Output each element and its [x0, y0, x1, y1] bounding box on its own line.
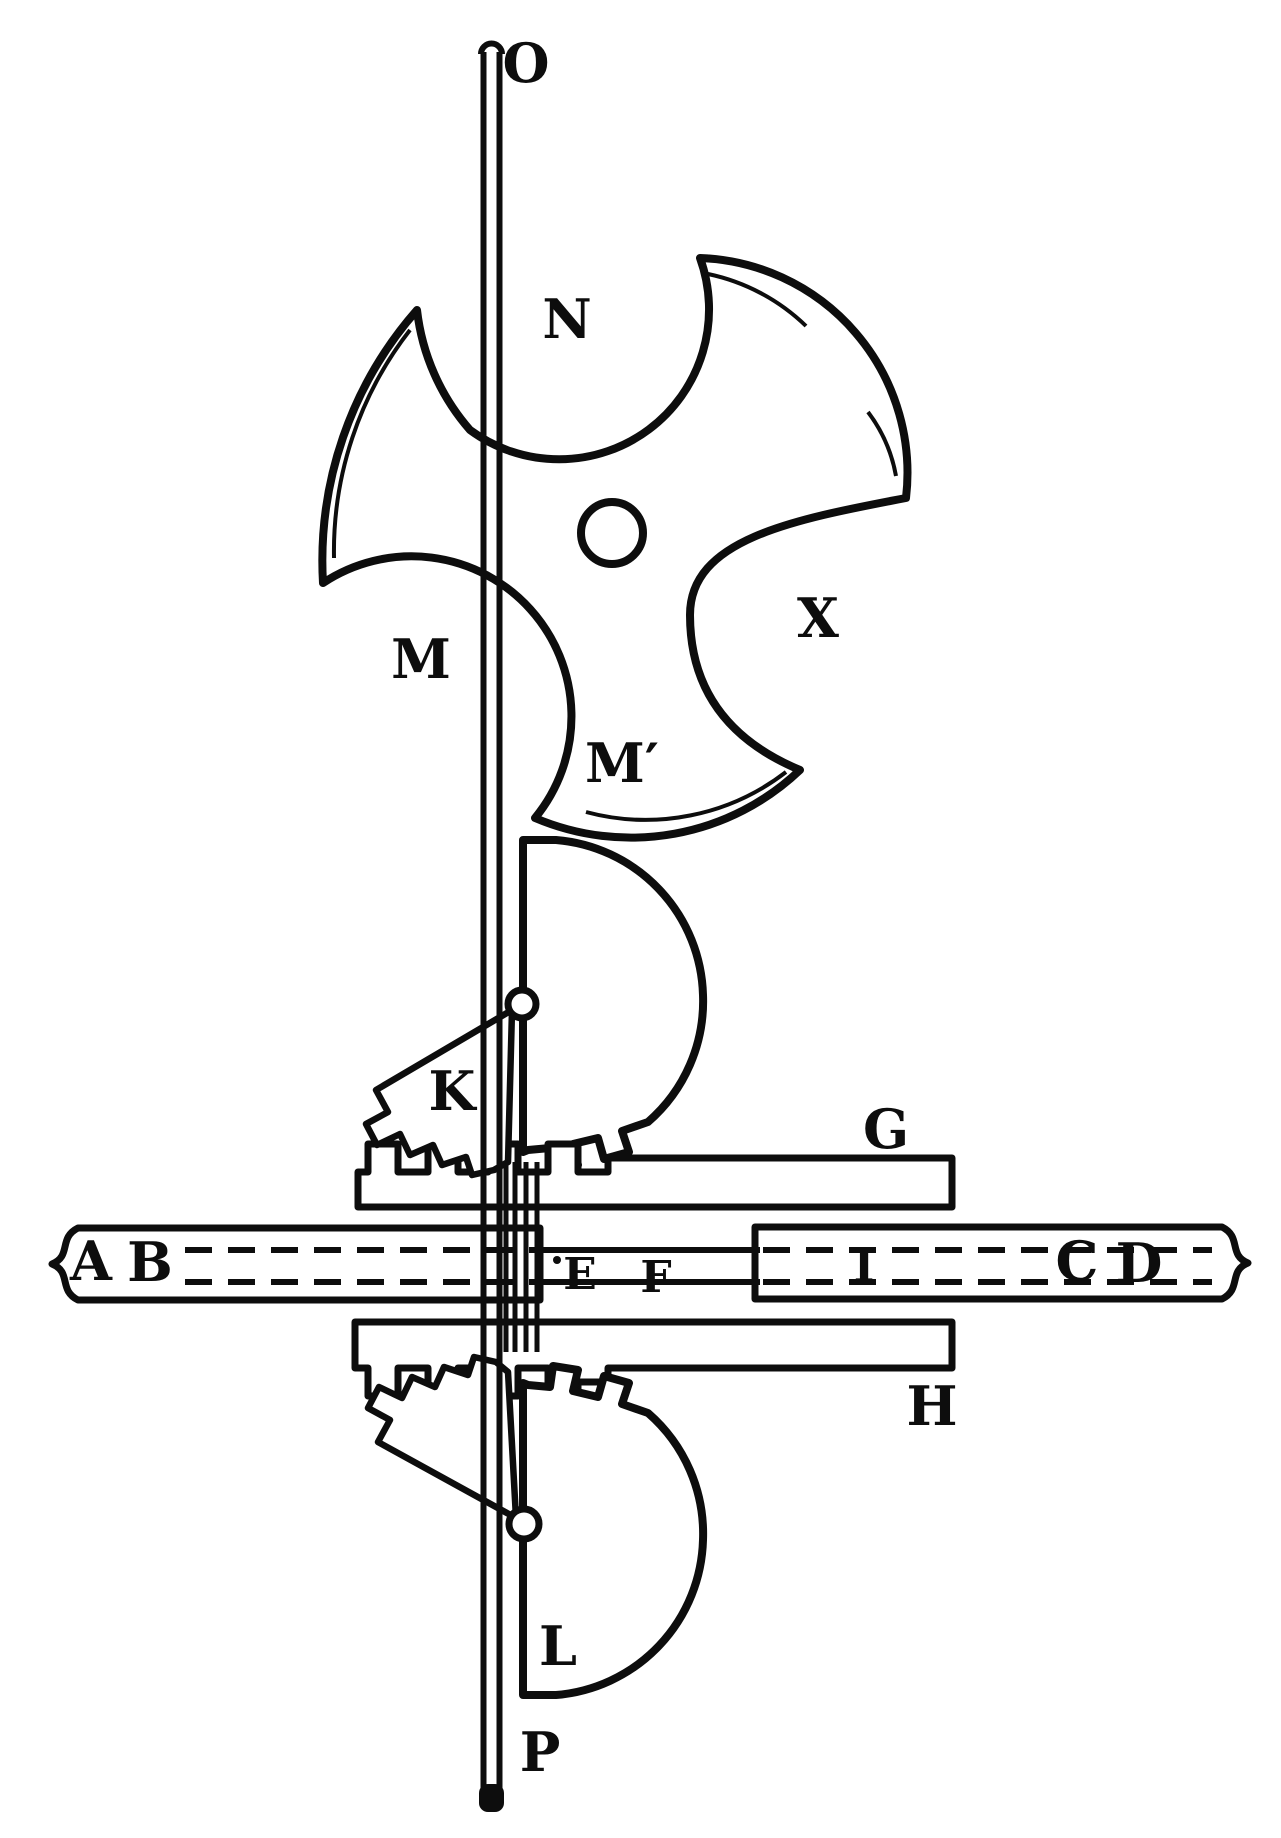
blade-bevel-bottom [585, 770, 788, 822]
label-collar-e: E [563, 1249, 597, 1300]
middle-rod [535, 1247, 760, 1285]
star-center-hole [577, 498, 647, 568]
label-shaft-bottom: P [520, 1720, 561, 1784]
label-disc-lower: L [539, 1614, 577, 1678]
main-shaft [478, 40, 505, 1812]
label-rod-right-i: I [854, 1241, 875, 1292]
figure-labels: O N X M M′ K G A B E F I C D H L P [69, 31, 1162, 1784]
star-wheel [318, 254, 912, 842]
label-bar-left-a: A [69, 1229, 113, 1293]
label-bar-left-b: B [127, 1230, 173, 1294]
left-slide-bar [48, 1224, 544, 1304]
label-shaft-top: O [502, 31, 549, 95]
label-collar-f: F [640, 1252, 671, 1303]
lower-sector-gear [364, 1353, 520, 1522]
label-blade-left: M [391, 627, 451, 691]
label-sector-upper: K [429, 1059, 478, 1123]
label-bar-right-c: C [1056, 1229, 1099, 1293]
shaft-sleeve [503, 1162, 540, 1352]
right-bar-body [751, 1223, 1252, 1303]
label-blade-bottom: M′ [585, 731, 659, 795]
label-rack-lower: H [906, 1374, 957, 1438]
upper-half-disc [519, 836, 708, 1173]
upper-sector-gear [362, 1006, 516, 1179]
shaft-top-cap [478, 40, 505, 55]
rod-dot [553, 1256, 561, 1264]
label-rack-upper: G [863, 1097, 909, 1161]
blade-bevel-top [707, 272, 808, 328]
blade-bevel-left [331, 328, 412, 559]
lower-half-disc [519, 1362, 708, 1699]
right-slide-bar [751, 1223, 1252, 1303]
blade-bevel-right [866, 410, 898, 477]
shaft-bottom-end [479, 1784, 504, 1812]
label-notch-top: N [542, 287, 591, 351]
label-bar-right-d: D [1116, 1231, 1163, 1295]
lower-pivot [505, 1505, 543, 1543]
label-star-wheel: X [797, 586, 839, 650]
left-bar-body [48, 1224, 544, 1304]
upper-pivot [504, 986, 540, 1022]
